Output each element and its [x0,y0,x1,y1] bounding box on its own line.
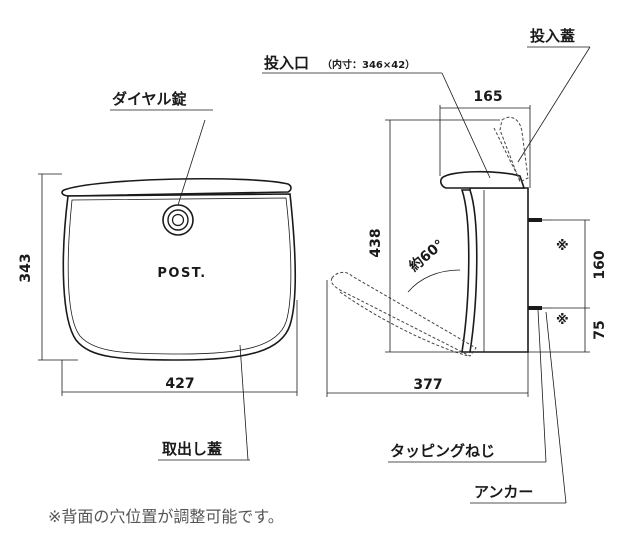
slot-size: （内寸：346×42） [322,58,415,71]
front-top-cap [61,177,292,197]
slot-lid-label: 投入蓋 [530,27,575,45]
front-view: POST. ダイヤル錠 取出し蓋 343 427 [18,90,298,461]
slot-lid-leader [517,46,591,163]
side-depth-value: 377 [413,377,442,393]
slot-leader [441,72,491,179]
slot-lid-closed [440,170,526,189]
front-height-value: 343 [18,253,34,282]
angle-arc [407,269,461,293]
takeout-lid-open [330,271,477,357]
hole-offset-asterisk: ※ [556,313,569,328]
hole-pitch-value: 160 [592,250,608,279]
footnote: ※背面の穴位置が調整可能です。 [48,507,284,526]
tapping-screw-leader [537,309,547,463]
front-body-inner [67,197,292,355]
slot-title: 投入口 [264,54,309,72]
side-height-value: 438 [368,228,384,257]
side-body [469,187,529,353]
hole-offset-value: 75 [592,320,608,339]
post-logo: POST. [157,266,206,281]
tapping-screw-upper [528,218,552,222]
dial-lock-icon [162,204,194,236]
anchor-label: アンカー [474,483,533,501]
slot-lid-swing [493,127,521,181]
takeout-lid-open-inner [339,291,469,357]
slot-depth-value: 165 [473,89,502,105]
anchor-leader [545,311,567,504]
dial-lock-leader [177,119,206,206]
tapping-screw-label: タッピングねじ [390,442,495,460]
takeout-lid-label: 取出し蓋 [162,440,222,458]
slot-lid-open [499,116,529,183]
dial-lock-label: ダイヤル錠 [112,90,187,108]
side-view: 約60° 438 165 377 160 ※ [262,27,608,504]
front-body [62,193,297,361]
takeout-lid-leader [239,344,249,461]
angle-label: 約60° [406,236,448,275]
hole-pitch-asterisk: ※ [556,239,569,254]
tapping-screw-lower [528,306,552,310]
front-width-value: 427 [165,376,194,392]
